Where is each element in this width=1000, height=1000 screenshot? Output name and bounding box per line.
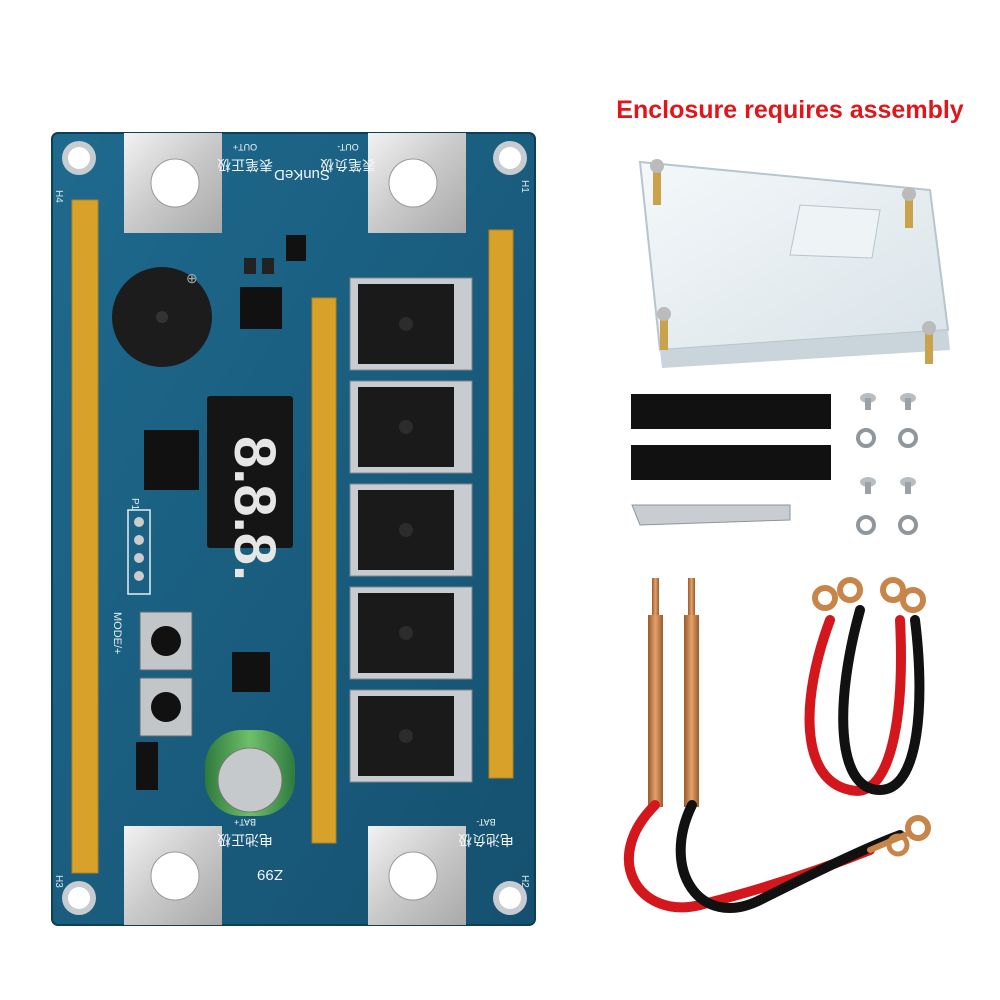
- washer: [898, 515, 918, 535]
- mounting-hole-tr: [493, 141, 527, 175]
- screw: [900, 393, 916, 410]
- brass-standoff: [902, 187, 916, 228]
- battery-cables: [804, 577, 926, 796]
- set-button[interactable]: [139, 677, 193, 737]
- caption-enclosure-note: Enclosure requires assembly: [616, 96, 964, 124]
- label-pen-positive: 表笔正极: [217, 156, 273, 172]
- smd-component: [262, 258, 274, 274]
- mosfet: [349, 483, 473, 577]
- chip-optocoupler: [240, 287, 282, 329]
- mounting-hole-tl: [62, 141, 96, 175]
- bus-bar-right: [488, 229, 514, 779]
- washer: [856, 428, 876, 448]
- brass-standoff: [922, 321, 936, 364]
- mounting-hole-bl: [62, 881, 96, 915]
- label-battery-positive: 电池正极: [217, 831, 273, 847]
- hole-label-br: H2: [519, 875, 530, 888]
- bus-bar-middle: [311, 297, 337, 844]
- bus-bar-left: [71, 199, 99, 874]
- terminal-pad-bat-negative: [368, 826, 466, 925]
- mosfet: [349, 380, 473, 474]
- brass-standoff: [650, 159, 664, 205]
- acrylic-enclosure: [638, 159, 950, 368]
- washer: [898, 428, 918, 448]
- hole-label-tl: H4: [53, 190, 64, 203]
- seven-segment-display: 8.8.8.: [207, 396, 293, 581]
- buzzer: ⊕: [112, 267, 212, 367]
- welding-pen-right: [684, 578, 699, 807]
- spot-welder-board: H4 H1 H3 H2 表笔正极 OUT+ SunKeD: [51, 132, 536, 926]
- label-pen-negative: 表笔负极: [320, 156, 376, 172]
- washer: [856, 515, 876, 535]
- label-out-positive: OUT+: [233, 142, 257, 152]
- label-p1: P1: [129, 498, 140, 511]
- welding-pen-left: [648, 578, 663, 807]
- label-bat-negative: BAT-: [476, 817, 495, 827]
- diode: [136, 742, 158, 790]
- metal-clip: [631, 504, 791, 526]
- microcontroller-chip: [144, 430, 199, 490]
- screw: [900, 477, 916, 494]
- hole-label-bl: H3: [53, 875, 64, 888]
- mounting-hole-br: [493, 881, 527, 915]
- model-label: Z99: [257, 866, 283, 883]
- label-bat-positive: BAT+: [234, 817, 256, 827]
- hole-label-tr: H1: [519, 180, 530, 193]
- label-battery-negative: 电池负极: [458, 831, 514, 847]
- mosfet: [349, 586, 473, 680]
- mode-button[interactable]: [139, 611, 193, 671]
- label-out-negative: OUT-: [337, 142, 359, 152]
- brand-label: SunKeD: [274, 166, 330, 183]
- display-digits: 8.8.8.: [222, 436, 287, 581]
- terminal-pad-out-positive: [124, 133, 222, 233]
- foam-pad: [631, 445, 831, 480]
- brass-standoff: [657, 307, 671, 350]
- welding-cables-pen: [623, 800, 931, 913]
- mosfet-driver: [232, 652, 270, 692]
- screw: [860, 393, 876, 410]
- mosfet-array: [349, 277, 473, 783]
- header-p1: P1: [127, 498, 151, 595]
- foam-pad: [631, 394, 831, 429]
- hardware-set: [856, 393, 918, 535]
- label-mode: MODE/+: [111, 612, 123, 654]
- terminal-pad-out-negative: [368, 133, 466, 233]
- smd-component: [244, 258, 256, 274]
- mosfet: [349, 689, 473, 783]
- electrolytic-capacitor: [205, 730, 295, 816]
- screw: [860, 477, 876, 494]
- mosfet: [349, 277, 473, 371]
- terminal-pad-bat-positive: [124, 826, 222, 925]
- svg-text:⊕: ⊕: [186, 270, 198, 286]
- smd-component: [286, 235, 306, 261]
